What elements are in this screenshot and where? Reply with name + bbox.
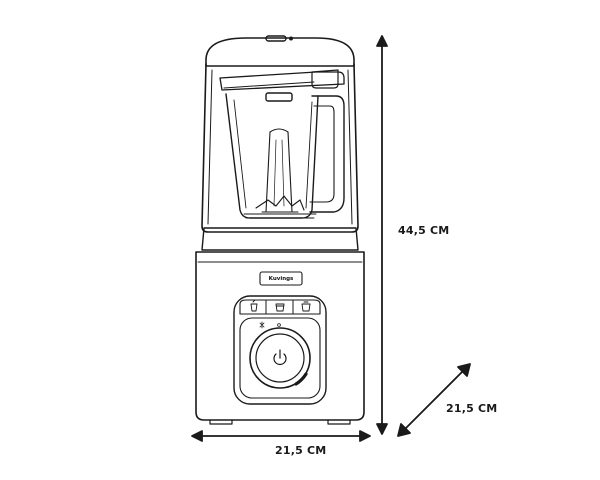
cover-inner-line (207, 69, 213, 225)
dial-panel (239, 317, 321, 399)
pitcher-lid-ring (223, 81, 315, 89)
icons (250, 299, 311, 365)
pitcher-lid-tab (265, 92, 293, 102)
cover-inner-line-right (347, 69, 353, 225)
cover-shell (201, 63, 359, 233)
pitcher-base-ring (243, 213, 317, 219)
handle-latch (311, 69, 339, 89)
brand-badge (259, 271, 303, 286)
cup-icon (275, 303, 285, 312)
speed-dial-inner[interactable] (255, 333, 305, 383)
sparkle-icon (259, 321, 265, 329)
dimension-arrows (191, 35, 471, 442)
blade-assembly (255, 195, 305, 213)
height-label: 44,5 CM (398, 224, 450, 237)
base-collar (201, 227, 359, 251)
blender-outline (195, 35, 365, 425)
program-buttons-row (239, 299, 321, 315)
pitcher-handle (309, 95, 345, 213)
brand-logo-text: Kuvings (268, 276, 294, 282)
pitcher-inner-right (305, 101, 313, 209)
speed-dial-arc (294, 372, 308, 386)
jug-icon (301, 301, 311, 312)
control-panel (233, 295, 327, 405)
base-feet (209, 419, 351, 425)
height-arrow (376, 35, 388, 435)
lid-dot (289, 36, 294, 41)
depth-label: 21,5 CM (446, 402, 498, 415)
blade-column-ribs (273, 139, 285, 207)
width-label: 21,5 CM (275, 444, 327, 457)
depth-arrow (397, 363, 471, 437)
pitcher-handle-inner (309, 105, 335, 203)
power-icon[interactable] (273, 349, 287, 365)
lid-dome (205, 37, 355, 67)
dot-icon (277, 323, 281, 327)
smoothie-icon (250, 299, 258, 312)
speed-dial-outer[interactable] (249, 327, 311, 389)
width-arrow (191, 430, 371, 442)
motor-base (195, 251, 365, 421)
pitcher-inner-left (233, 99, 247, 209)
blade-column (265, 131, 293, 213)
program-button-dividers (265, 299, 294, 315)
lid-button (265, 35, 287, 42)
blade-column-top (269, 128, 289, 133)
